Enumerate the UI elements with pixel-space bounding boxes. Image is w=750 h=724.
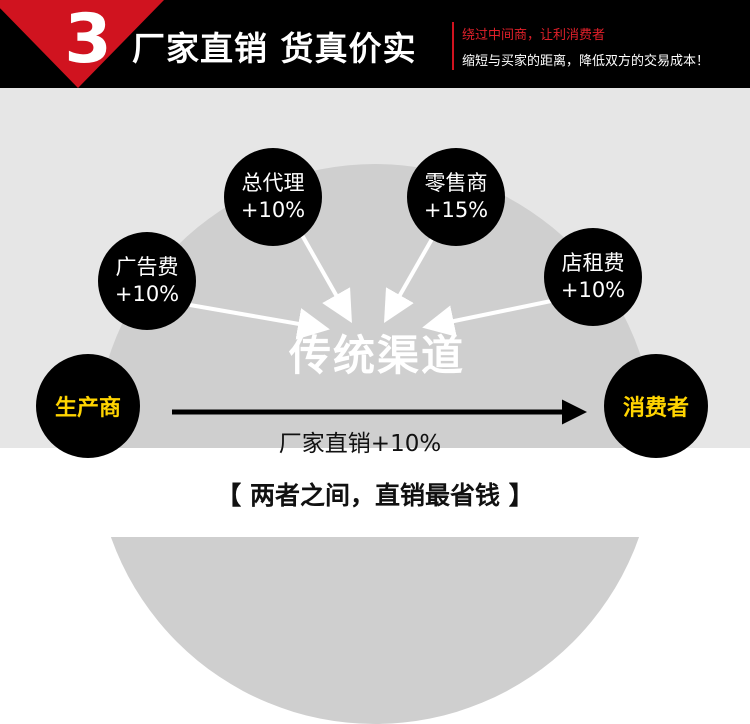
node-ad-value: +10% xyxy=(114,282,180,306)
node-retail-value: +15% xyxy=(423,198,489,222)
node-producer: 生产商 xyxy=(36,354,140,458)
direct-sale-label: 厂家直销+10% xyxy=(278,431,442,457)
node-retail: 零售商 +15% xyxy=(407,148,505,246)
node-consumer-label: 消费者 xyxy=(622,396,689,421)
subtitle-red: 绕过中间商，让利消费者 xyxy=(462,28,606,43)
page-title: 厂家直销 货真价实 xyxy=(132,29,417,68)
bottom-panel xyxy=(0,448,750,537)
arrow-agent xyxy=(296,227,352,323)
arrow-rent xyxy=(422,298,557,337)
node-ad: 广告费 +10% xyxy=(98,232,196,330)
arrow-ad xyxy=(189,303,330,340)
header-banner: 3 厂家直销 货真价实 绕过中间商，让利消费者 缩短与买家的距离，降低双方的交易… xyxy=(0,0,750,88)
node-agent-label: 总代理 xyxy=(241,171,305,195)
node-rent-value: +10% xyxy=(560,278,626,302)
node-consumer: 消费者 xyxy=(604,354,708,458)
node-agent-value: +10% xyxy=(240,198,306,222)
node-retail-label: 零售商 xyxy=(424,171,488,195)
divider xyxy=(452,22,454,70)
traditional-channel-label: 传统渠道 xyxy=(288,331,465,380)
node-agent: 总代理 +10% xyxy=(224,148,322,246)
arrows-layer xyxy=(172,224,587,425)
subtitle-white: 缩短与买家的距离，降低双方的交易成本！ xyxy=(462,54,710,69)
node-rent: 店租费 +10% xyxy=(544,228,642,326)
node-ad-label: 广告费 xyxy=(115,255,179,279)
node-rent-label: 店租费 xyxy=(561,251,625,275)
section-number: 3 xyxy=(64,0,112,79)
footer-slogan: 【 两者之间，直销最省钱 】 xyxy=(216,481,534,510)
arrow-retail xyxy=(384,224,442,323)
node-producer-label: 生产商 xyxy=(54,396,121,421)
